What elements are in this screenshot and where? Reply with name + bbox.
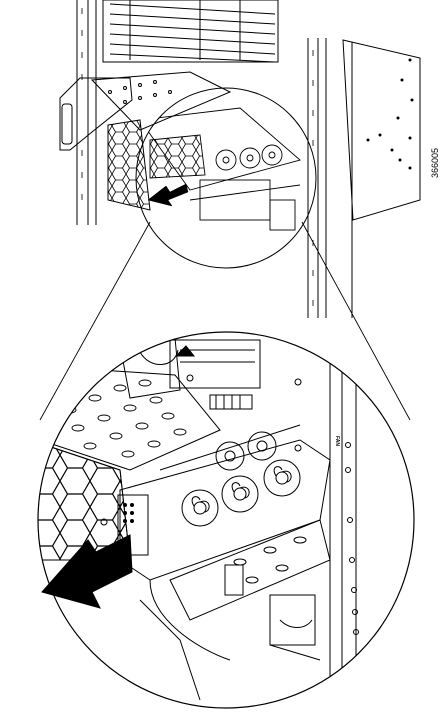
zoom-fan-tray (100, 424, 331, 581)
zoom-fan-4 (215, 441, 245, 471)
overview-fan-tray-handle (59, 71, 232, 151)
chassis-overview (59, 0, 421, 318)
figure-id-label: 366005 (430, 147, 440, 178)
zoom-fan-1 (181, 489, 219, 527)
detail-callout-circle-large (37, 331, 415, 709)
removal-arrow-small (147, 183, 189, 207)
removal-arrow-large (41, 534, 133, 609)
callout-leader-lines (39, 221, 411, 421)
fan-label: FAN (334, 436, 340, 446)
zoom-fan-3 (263, 459, 301, 497)
detail-callout-circle-small (135, 87, 317, 269)
line-card-slots (102, 0, 279, 63)
zoom-fan-2 (221, 475, 259, 513)
zoom-right-rail (294, 350, 359, 700)
right-rack-rail (307, 38, 327, 318)
zoom-fan-5 (247, 431, 277, 461)
side-panel (342, 39, 421, 318)
left-rack-rail (76, 0, 97, 225)
zoom-lower-bracket (139, 519, 331, 701)
zoom-cable-area (119, 337, 261, 410)
